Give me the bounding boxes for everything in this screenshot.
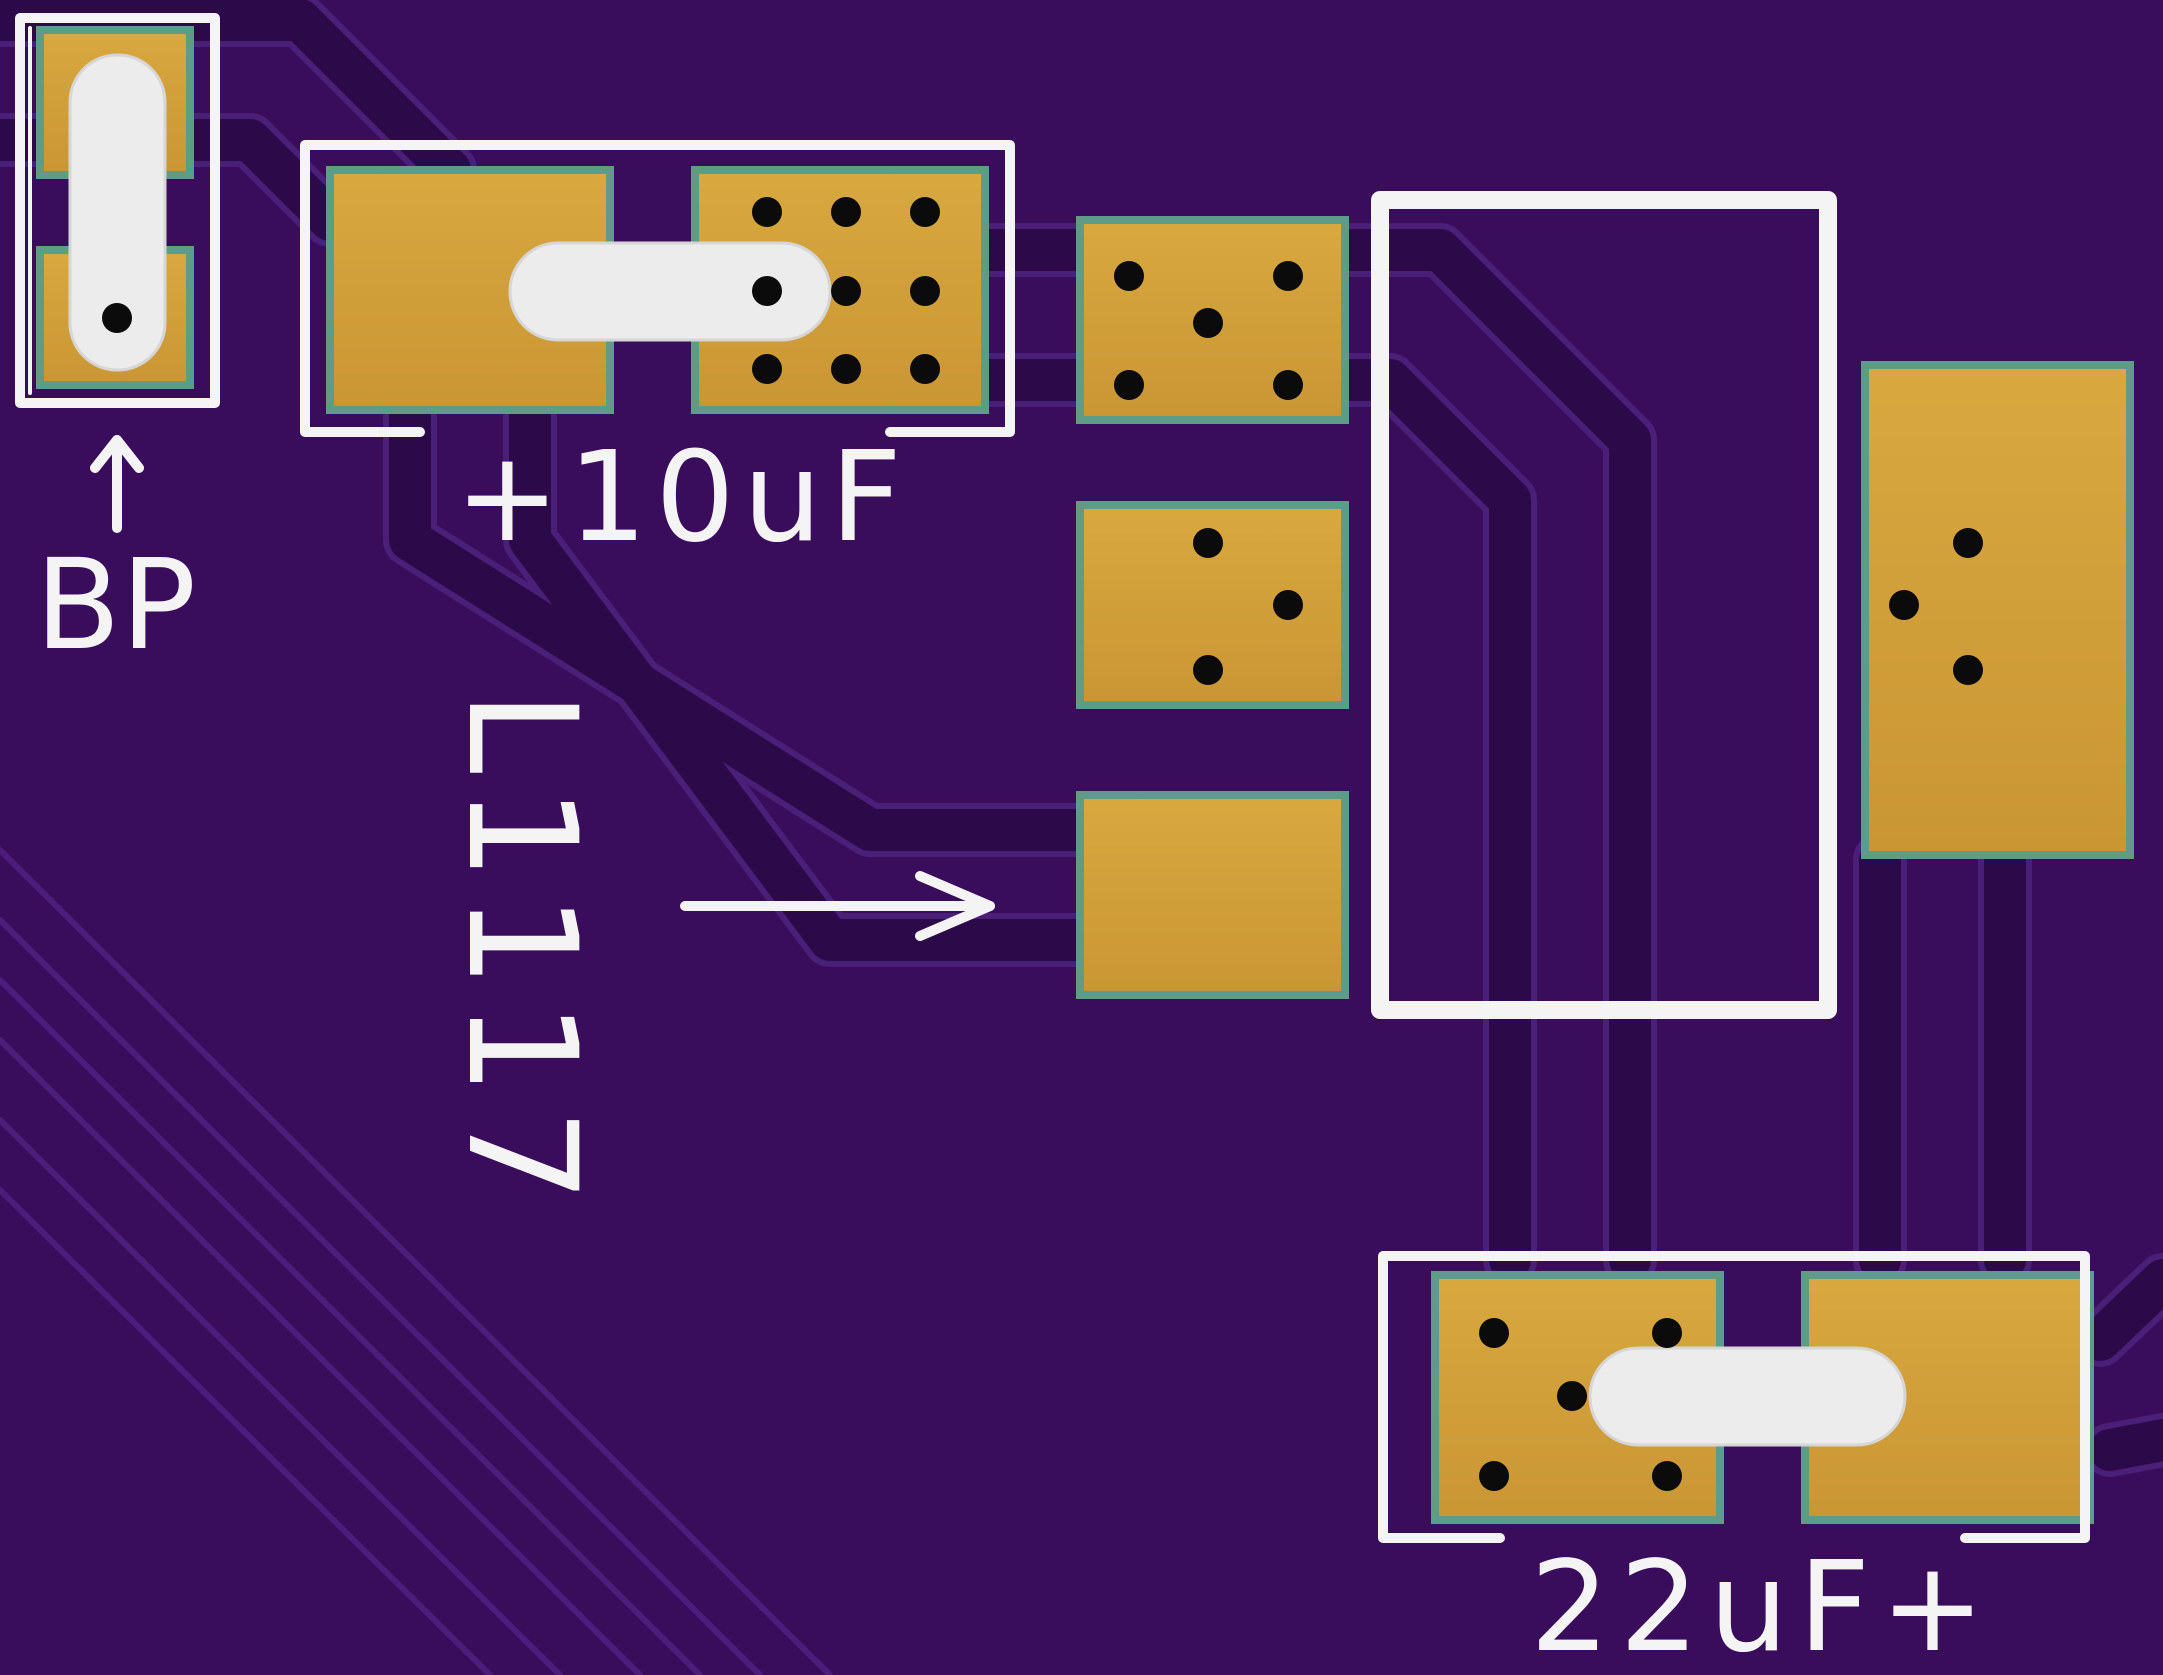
silk-c22-outline: [1378, 1251, 2090, 1543]
pad-ldo-3: [1076, 791, 1349, 999]
vias: [102, 197, 1983, 1491]
silkscreen: [15, 13, 2090, 1543]
silk-ldo-outline: [1371, 191, 1837, 1019]
silk-bp-outline: [15, 13, 220, 408]
silk-c10-outline: [300, 140, 1015, 437]
bridge-bp: [68, 53, 167, 372]
label-cap-out: 22uF+: [1530, 1535, 1995, 1675]
bridge-c22: [1588, 1346, 1907, 1447]
solder-bridges: [68, 53, 1907, 1447]
label-regulator: L1117: [434, 690, 608, 1215]
bridge-c10: [508, 241, 832, 342]
label-bp: BP: [35, 533, 196, 678]
label-cap-in: +10uF: [455, 425, 910, 570]
